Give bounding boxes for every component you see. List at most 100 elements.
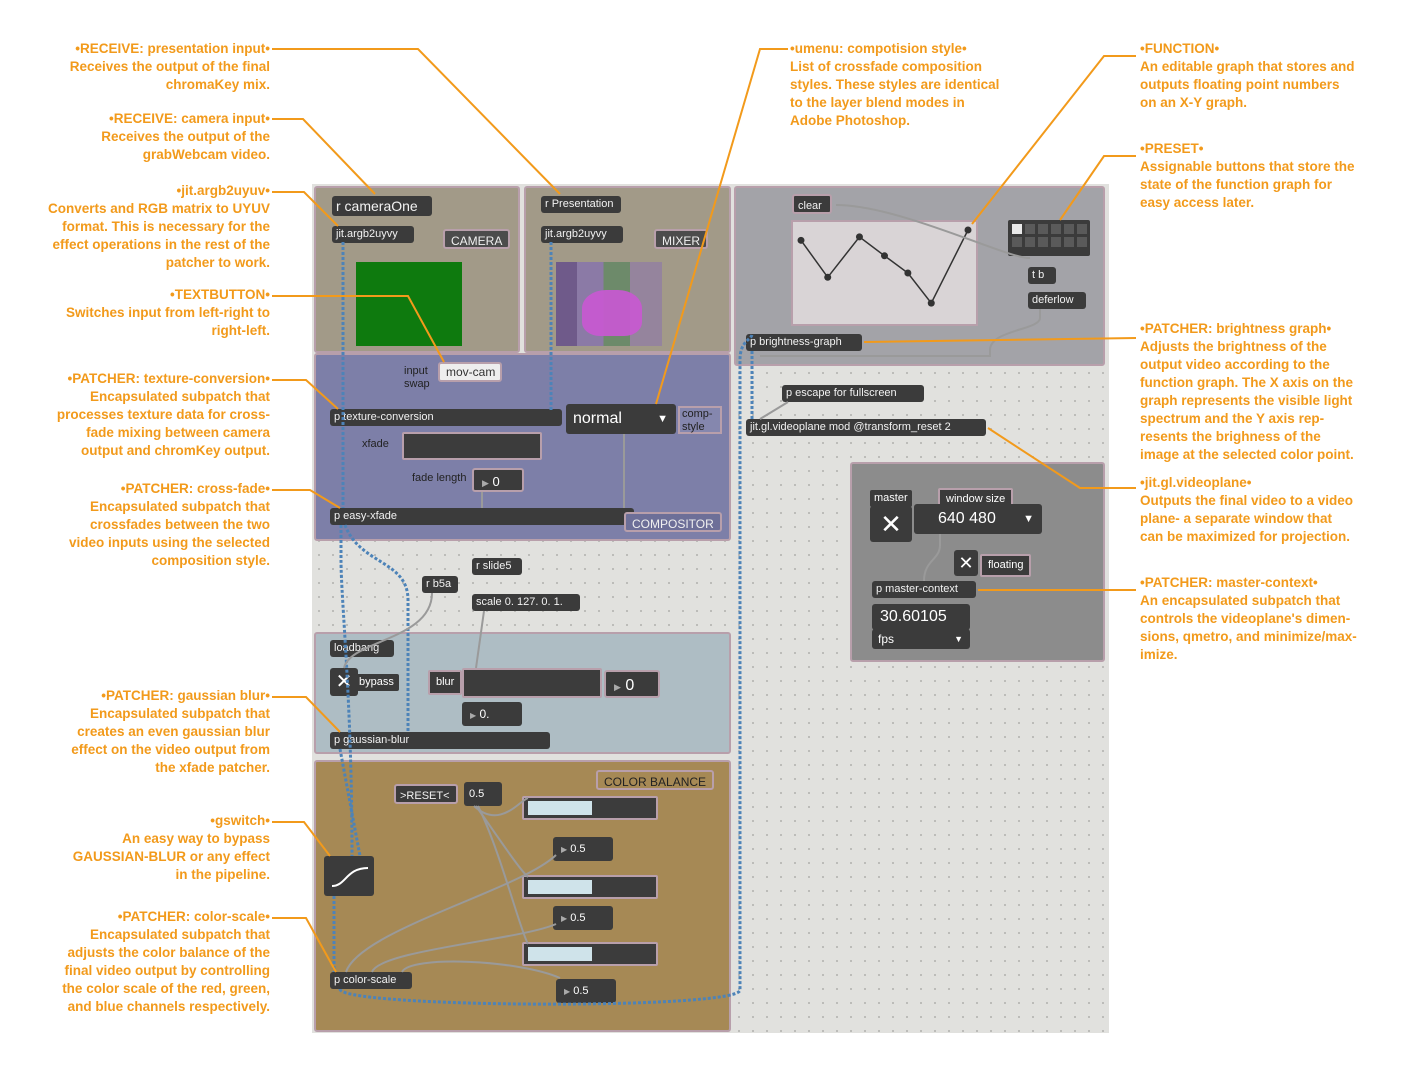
- floating-toggle[interactable]: ✕: [954, 550, 978, 576]
- composition-style-value: normal: [573, 410, 622, 427]
- preset-slot[interactable]: [1077, 237, 1087, 247]
- mixer-tag: MIXER: [654, 229, 709, 249]
- loadbang-object[interactable]: loadbang: [330, 640, 394, 657]
- texture-conversion-patcher[interactable]: p texture-conversion: [330, 409, 562, 426]
- floating-label: floating: [980, 554, 1032, 577]
- note-gaussian-blur: •PATCHER: gaussian blur• Encapsulated su…: [71, 688, 270, 775]
- camera-tag: CAMERA: [443, 229, 511, 249]
- gswitch-object[interactable]: [324, 856, 374, 896]
- xfade-slider[interactable]: [402, 432, 542, 460]
- master-label: master: [870, 490, 912, 507]
- note-brightness-graph: •PATCHER: brightness graph• Adjusts the …: [1140, 321, 1354, 462]
- play-triangle-icon: ▶: [614, 682, 621, 692]
- preset-slot[interactable]: [1012, 224, 1022, 234]
- preset-slot[interactable]: [1051, 224, 1061, 234]
- green-slider[interactable]: [522, 875, 658, 899]
- function-point[interactable]: [927, 299, 935, 307]
- play-triangle-icon: ▶: [561, 845, 568, 854]
- note-receive-camera: •RECEIVE: camera input• Receives the out…: [101, 111, 270, 162]
- blur-label: blur: [428, 670, 463, 695]
- mixer-video-preview: [556, 262, 662, 346]
- fps-menu[interactable]: fps ▼: [872, 629, 970, 649]
- mixer-argb2uyvy-object[interactable]: jit.argb2uyvy: [541, 226, 623, 243]
- camera-argb2uyvy-object[interactable]: jit.argb2uyvy: [332, 226, 414, 243]
- note-receive-presentation: •RECEIVE: presentation input• Receives t…: [69, 41, 270, 92]
- preset-slot[interactable]: [1038, 237, 1048, 247]
- preset-slot[interactable]: [1077, 224, 1087, 234]
- preset-slot[interactable]: [1064, 237, 1074, 247]
- camera-video-preview: [356, 262, 462, 346]
- brightness-graph-patcher[interactable]: p brightness-graph: [746, 334, 862, 351]
- preset-slot[interactable]: [1025, 224, 1035, 234]
- note-cross-fade: •PATCHER: cross-fade• Encapsulated subpa…: [68, 481, 270, 568]
- preset-grid: [1012, 224, 1087, 247]
- preset-object[interactable]: [1008, 220, 1090, 256]
- red-number[interactable]: ▶ 0.5: [553, 837, 613, 861]
- color-balance-tag: COLOR BALANCE: [596, 770, 715, 790]
- easy-xfade-patcher[interactable]: p easy-xfade: [330, 508, 634, 525]
- master-context-patcher[interactable]: p master-context: [872, 581, 976, 598]
- receive-camera-object[interactable]: r cameraOne: [332, 196, 432, 216]
- blue-number[interactable]: ▶ 0.5: [556, 979, 616, 1003]
- blur-float-number[interactable]: ▶ 0.: [462, 702, 522, 726]
- function-graph-canvas[interactable]: [793, 222, 976, 324]
- note-argb2uyuv: •jit.argb2uyuv• Converts and RGB matrix …: [47, 183, 270, 270]
- reset-message[interactable]: >RESET<: [394, 784, 458, 804]
- comp-style-label: comp-style: [678, 406, 722, 434]
- green-value: 0.5: [570, 912, 586, 924]
- chevron-down-icon: ▼: [1023, 513, 1034, 525]
- videoplane-object[interactable]: jit.gl.videoplane mod @transform_reset 2: [746, 419, 986, 436]
- function-graph[interactable]: [791, 220, 978, 326]
- preset-slot[interactable]: [1038, 224, 1048, 234]
- receive-b5a-object[interactable]: r b5a: [422, 576, 458, 593]
- master-toggle[interactable]: ✕: [870, 506, 912, 542]
- compositor-tag: COMPOSITOR: [624, 512, 722, 532]
- trigger-bang-object[interactable]: t b: [1028, 267, 1056, 284]
- textbutton-mov-cam[interactable]: mov-cam: [438, 362, 502, 382]
- function-point[interactable]: [797, 236, 805, 244]
- close-icon: ✕: [958, 553, 974, 573]
- blue-slider[interactable]: [522, 942, 658, 966]
- deferlow-object[interactable]: deferlow: [1028, 292, 1086, 309]
- scale-object[interactable]: scale 0. 127. 0. 1.: [472, 594, 580, 611]
- blur-number[interactable]: ▶ 0: [604, 670, 660, 698]
- gaussian-blur-patcher[interactable]: p gaussian-blur: [330, 732, 550, 749]
- preset-slot[interactable]: [1012, 237, 1022, 247]
- play-triangle-icon: ▶: [561, 914, 568, 923]
- preset-slot[interactable]: [1064, 224, 1074, 234]
- note-master-context: •PATCHER: master-context• An encapsulate…: [1140, 575, 1357, 662]
- preset-slot[interactable]: [1051, 237, 1061, 247]
- receive-presentation-object[interactable]: r Presentation: [541, 196, 621, 213]
- function-point[interactable]: [964, 226, 972, 234]
- function-point[interactable]: [881, 252, 888, 260]
- note-texture-conversion: •PATCHER: texture-conversion• Encapsulat…: [56, 371, 270, 458]
- green-number[interactable]: ▶ 0.5: [553, 906, 613, 930]
- reset-number[interactable]: 0.5: [464, 782, 502, 806]
- function-point[interactable]: [904, 269, 912, 277]
- chevron-down-icon: ▼: [657, 413, 668, 425]
- green-slider-fill: [528, 880, 592, 894]
- clear-message[interactable]: clear: [792, 194, 832, 214]
- close-icon: ✕: [335, 671, 353, 693]
- note-umenu: •umenu: compotision style• List of cross…: [790, 41, 1000, 128]
- function-point[interactable]: [824, 273, 832, 281]
- fps-number[interactable]: 30.60105: [872, 604, 970, 630]
- red-value: 0.5: [570, 843, 586, 855]
- composition-style-menu[interactable]: normal ▼: [566, 404, 676, 434]
- color-scale-patcher[interactable]: p color-scale: [330, 972, 412, 989]
- xfade-label: xfade: [362, 438, 389, 450]
- preset-slot[interactable]: [1025, 237, 1035, 247]
- note-preset: •PRESET• Assignable buttons that store t…: [1140, 141, 1355, 210]
- escape-fullscreen-patcher[interactable]: p escape for fullscreen: [782, 385, 924, 402]
- bypass-label: bypass: [354, 674, 399, 691]
- blur-slider[interactable]: [462, 668, 602, 698]
- red-slider-fill: [528, 801, 592, 815]
- function-point[interactable]: [855, 233, 863, 241]
- fade-length-number[interactable]: ▶ 0: [472, 468, 524, 492]
- window-size-menu[interactable]: 640 480 ▼: [914, 504, 1042, 534]
- leader-receive-presentation: [272, 48, 561, 195]
- receive-slide5-object[interactable]: r slide5: [472, 558, 522, 575]
- function-line: [800, 229, 969, 305]
- red-slider[interactable]: [522, 796, 658, 820]
